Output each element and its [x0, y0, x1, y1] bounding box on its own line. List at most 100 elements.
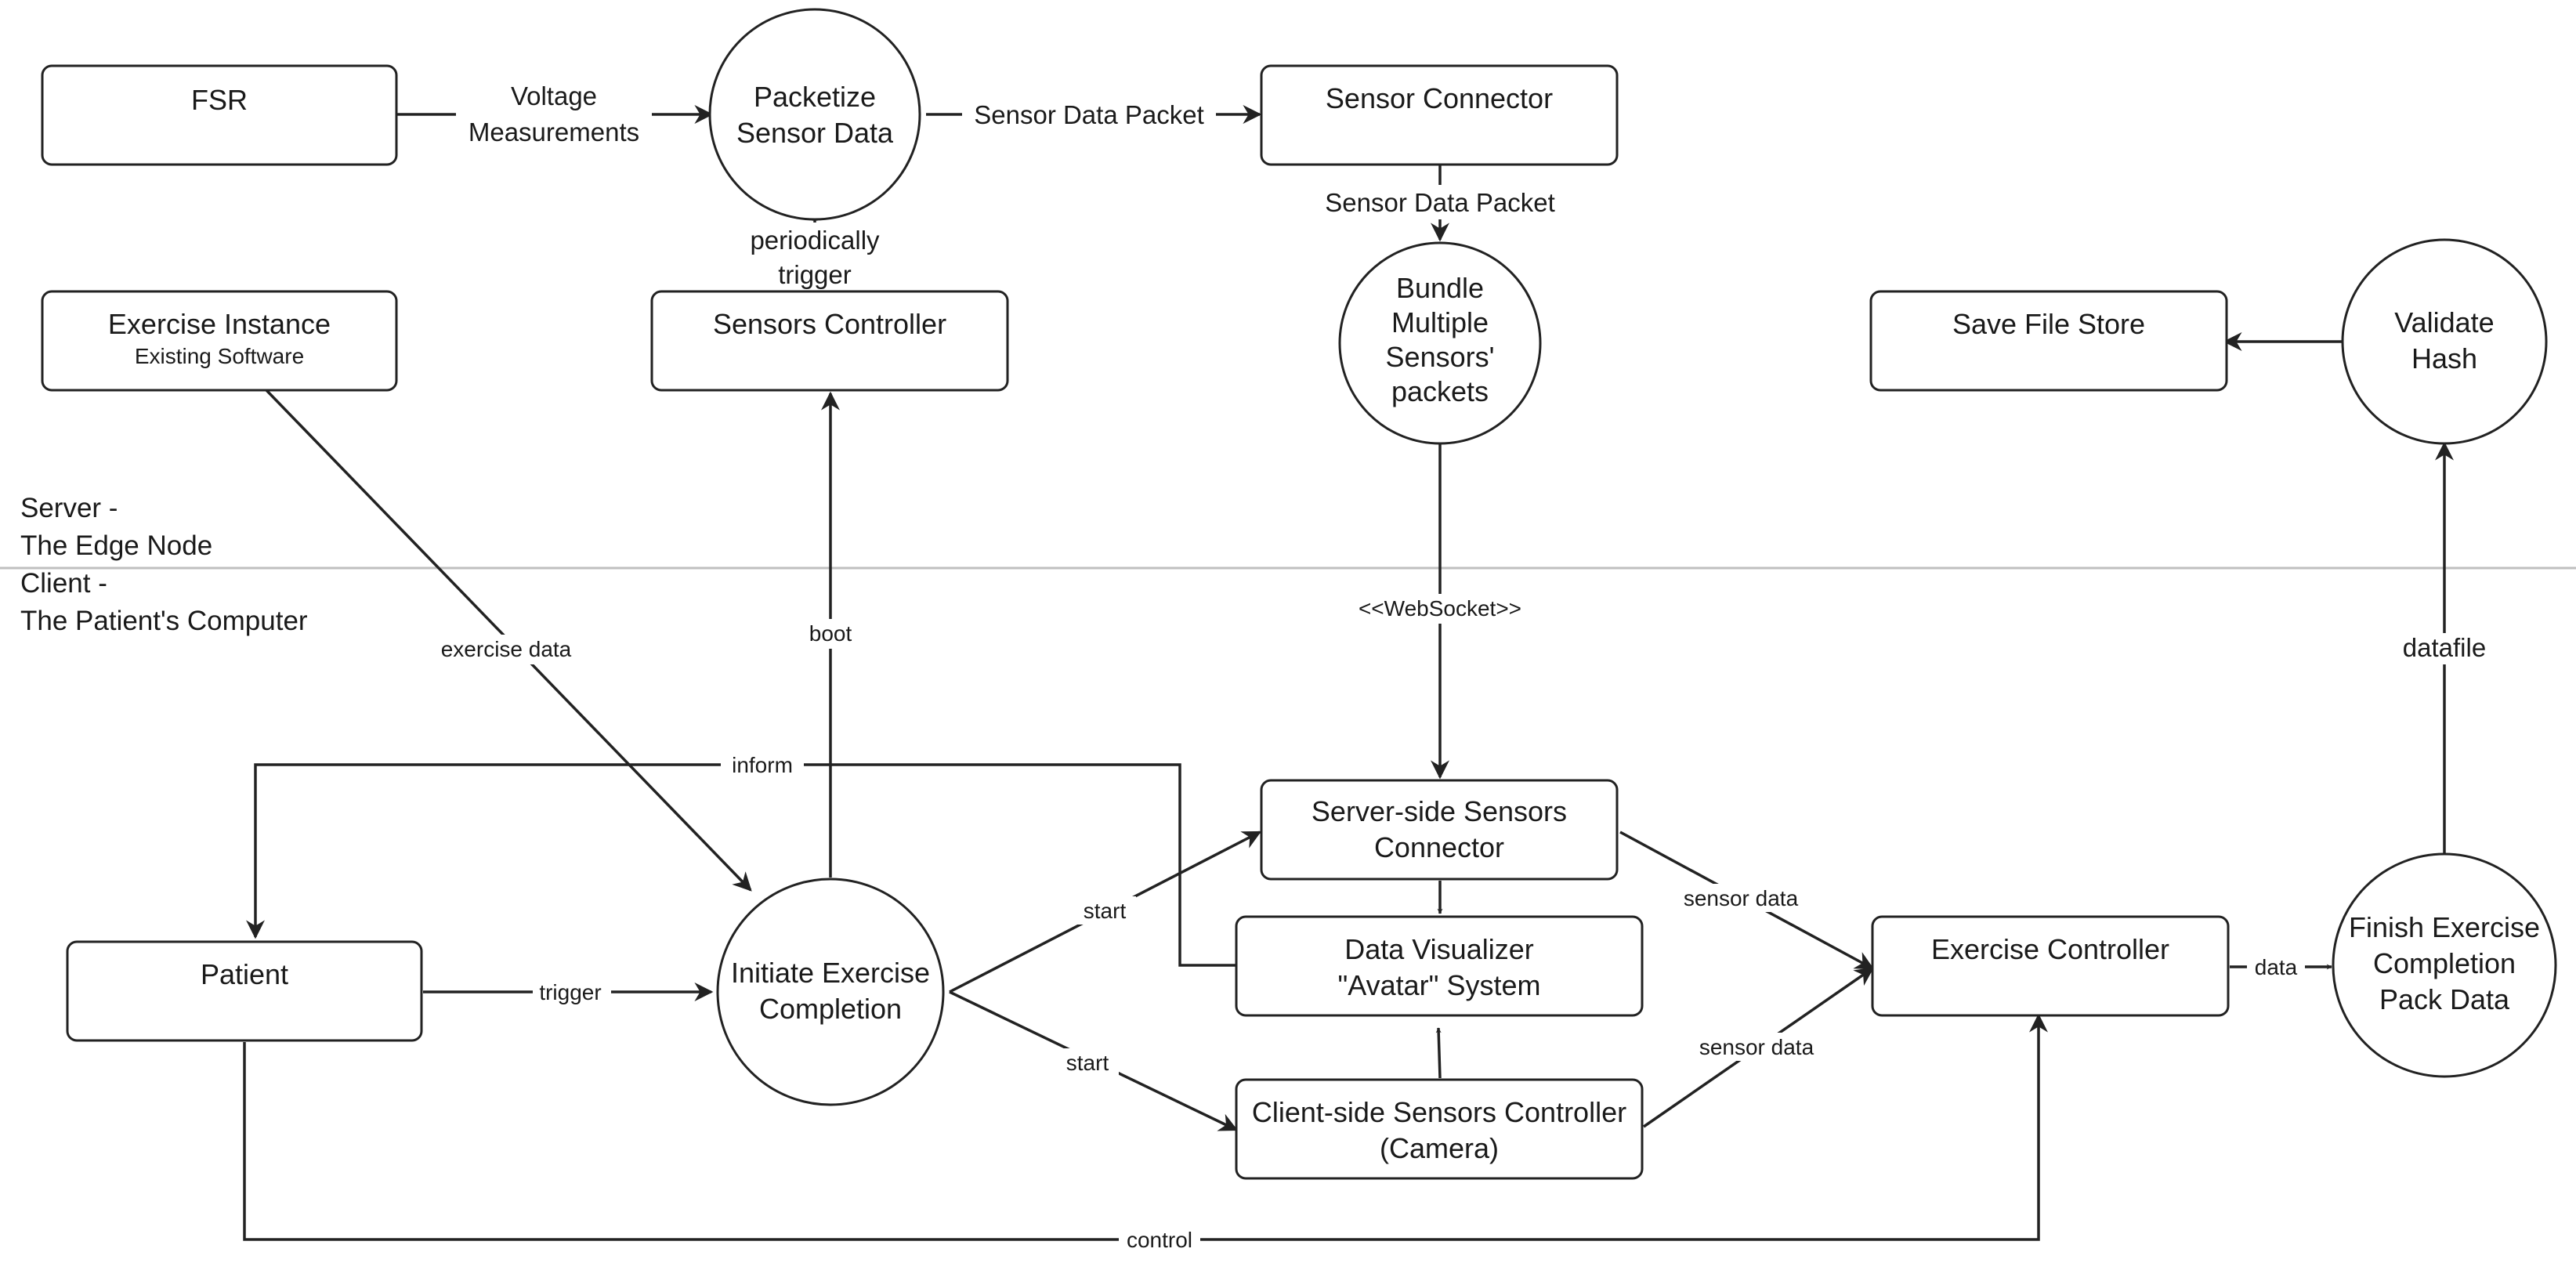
label-voltage-line2: Measurements [469, 118, 639, 147]
label-voltage-bg [456, 78, 652, 154]
label-boot-bg [802, 619, 859, 649]
node-exercise-instance-label: Exercise Instance [108, 308, 331, 340]
node-validate-hash-line1: Validate [2394, 306, 2494, 338]
label-data: data [2255, 955, 2298, 979]
node-packetize-line2: Sensor Data [736, 117, 894, 149]
node-exercise-controller[interactable]: Exercise Controller [1871, 915, 2230, 1017]
node-patient[interactable]: Patient [66, 940, 423, 1042]
node-data-visualizer-box [1235, 915, 1644, 1017]
nodes: FSR Packetize Sensor Data Sensor Connect… [41, 8, 2557, 1180]
node-sensor-connector-label: Sensor Connector [1326, 82, 1553, 114]
node-initiate-line2: Completion [759, 993, 902, 1025]
node-packetize-sensor-data[interactable]: Packetize Sensor Data [708, 8, 921, 221]
node-sensors-controller[interactable]: Sensors Controller [650, 290, 1009, 392]
label-datafile-bg [2397, 633, 2491, 664]
label-sensor-data-packet-2: Sensor Data Packet [1325, 188, 1555, 217]
label-inform: inform [732, 753, 793, 777]
node-client-side-controller-line1: Client-side Sensors Controller [1252, 1096, 1626, 1128]
node-client-side-controller-line2: (Camera) [1380, 1132, 1499, 1164]
node-packetize-line1: Packetize [754, 81, 876, 113]
node-validate-hash[interactable]: Validate Hash [2341, 238, 2548, 445]
node-finish-line2: Completion [2373, 947, 2516, 979]
label-data-bg [2247, 953, 2305, 981]
label-start-2: start [1066, 1051, 1109, 1075]
node-finish-line1: Finish Exercise [2349, 911, 2540, 943]
node-save-file-store-label: Save File Store [1952, 308, 2145, 340]
label-sensor-data-packet-1: Sensor Data Packet [974, 100, 1204, 129]
label-periodically-trigger-line2: trigger [778, 260, 852, 289]
node-server-side-connector-box [1260, 779, 1619, 881]
node-fsr[interactable]: FSR [41, 64, 398, 166]
node-bundle-line1: Bundle [1396, 272, 1484, 304]
label-exercise-data-bg [429, 635, 583, 664]
node-bundle-line4: packets [1391, 375, 1489, 407]
node-validate-hash-circle [2341, 238, 2548, 445]
label-trigger: trigger [539, 980, 601, 1004]
node-exercise-instance[interactable]: Exercise Instance Existing Software [41, 290, 398, 392]
node-save-file-store-box [1869, 290, 2228, 392]
label-sensor-data-2: sensor data [1699, 1035, 1814, 1059]
label-inform-bg [721, 752, 804, 780]
node-sensor-connector[interactable]: Sensor Connector [1260, 64, 1619, 166]
label-sensor-data-packet-2-bg [1310, 185, 1570, 219]
label-control-bg [1119, 1225, 1200, 1254]
node-data-visualizer[interactable]: Data Visualizer "Avatar" System [1235, 915, 1644, 1017]
label-start-2-bg [1056, 1048, 1119, 1077]
node-exercise-instance-subtitle: Existing Software [135, 344, 304, 368]
node-server-side-sensors-connector[interactable]: Server-side Sensors Connector [1260, 779, 1619, 881]
node-packetize-circle [708, 8, 921, 221]
node-bundle-line2: Multiple [1391, 306, 1489, 338]
label-websocket-bg [1346, 594, 1534, 624]
label-start-1-bg [1073, 896, 1136, 925]
label-websocket: <<WebSocket>> [1359, 596, 1521, 621]
edge-labels: Voltage Measurements Sensor Data Packet … [429, 78, 2491, 1254]
node-exercise-instance-box [41, 290, 398, 392]
node-sensors-controller-label: Sensors Controller [713, 308, 946, 340]
node-exercise-controller-label: Exercise Controller [1931, 933, 2169, 965]
node-fsr-box [41, 64, 398, 166]
server-zone-label: Server - The Edge Node [20, 493, 212, 561]
node-bundle-packets[interactable]: Bundle Multiple Sensors' packets [1338, 241, 1542, 445]
node-finish-circle [2332, 852, 2557, 1078]
label-boot: boot [809, 621, 852, 646]
edges [243, 105, 2454, 1241]
node-fsr-label: FSR [191, 84, 248, 116]
label-control: control [1127, 1228, 1192, 1252]
node-data-visualizer-line1: Data Visualizer [1344, 933, 1533, 965]
label-datafile: datafile [2403, 633, 2486, 662]
node-save-file-store[interactable]: Save File Store [1869, 290, 2228, 392]
label-exercise-data: exercise data [441, 637, 572, 661]
label-voltage-line1: Voltage [511, 81, 597, 110]
node-finish-exercise-completion[interactable]: Finish Exercise Completion Pack Data [2332, 852, 2557, 1078]
label-sensor-data-2-bg [1686, 1033, 1827, 1061]
node-data-visualizer-line2: "Avatar" System [1338, 969, 1541, 1001]
node-initiate-line1: Initiate Exercise [731, 957, 930, 989]
node-client-side-sensors-controller[interactable]: Client-side Sensors Controller (Camera) [1235, 1078, 1644, 1180]
label-sensor-data-packet-1-bg [962, 97, 1216, 132]
client-zone-line2: The Patient's Computer [20, 606, 308, 636]
node-server-side-connector-line2: Connector [1374, 831, 1504, 863]
node-bundle-line3: Sensors' [1386, 341, 1495, 373]
node-finish-line3: Pack Data [2379, 983, 2510, 1015]
node-patient-label: Patient [201, 958, 288, 990]
label-sensor-data-1: sensor data [1684, 886, 1799, 910]
server-zone-line2: The Edge Node [20, 530, 212, 561]
edge-visualizer-to-patient [246, 763, 1236, 967]
node-server-side-connector-line1: Server-side Sensors [1312, 795, 1567, 827]
node-initiate-circle [716, 878, 945, 1106]
client-zone-line1: Client - [20, 568, 107, 599]
node-exercise-controller-box [1871, 915, 2230, 1017]
node-patient-box [66, 940, 423, 1042]
label-trigger-bg [533, 978, 611, 1006]
edge-client-side-controller-to-visualizer [1435, 1027, 1442, 1079]
node-sensor-connector-box [1260, 64, 1619, 166]
node-initiate-exercise-completion[interactable]: Initiate Exercise Completion [716, 878, 945, 1106]
label-start-1: start [1084, 899, 1127, 923]
node-bundle-circle [1338, 241, 1542, 445]
node-sensors-controller-box [650, 290, 1009, 392]
node-client-side-controller-box [1235, 1078, 1644, 1180]
node-validate-hash-line2: Hash [2411, 342, 2477, 375]
server-zone-line1: Server - [20, 493, 118, 523]
